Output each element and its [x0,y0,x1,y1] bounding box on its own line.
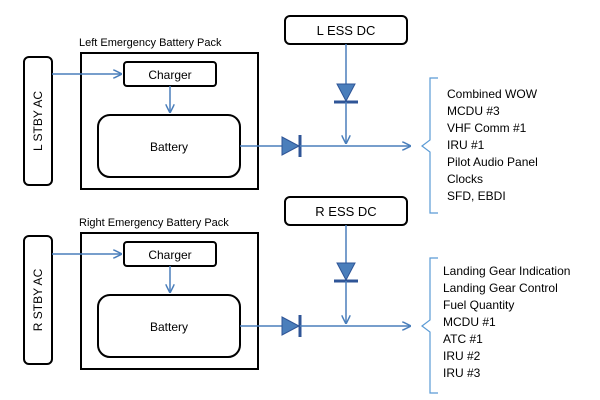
left-load-item: VHF Comm #1 [447,121,527,135]
r-ess-dc-box: R ESS DC [284,196,408,226]
right-battery-diode [281,315,302,337]
l-ess-dc-label: L ESS DC [317,23,376,38]
r-ess-dc-label: R ESS DC [315,204,376,219]
right-loads-brace [421,257,438,394]
left-loads-brace [421,77,438,214]
r-ess-dc-diode [334,262,358,283]
left-load-item: Pilot Audio Panel [447,155,538,169]
left-charger-label: Charger [148,68,191,82]
l-ess-dc-diode [334,83,358,104]
left-pack-title: Left Emergency Battery Pack [79,37,222,49]
right-load-item: Landing Gear Control [443,281,558,295]
left-battery-label: Battery [150,140,188,154]
l-ess-dc-box: L ESS DC [284,15,408,45]
left-load-item: Clocks [447,172,483,186]
right-load-item: IRU #2 [443,349,481,363]
left-loads-list: Combined WOW MCDU #3 VHF Comm #1 IRU #1 … [447,87,538,203]
left-load-item: SFD, EBDI [447,189,506,203]
right-load-item: MCDU #1 [443,315,496,329]
left-battery-diode [281,135,302,157]
left-load-item: Combined WOW [447,87,538,101]
left-battery-pack: Left Emergency Battery Pack Charger Batt… [79,37,259,190]
right-charger-label: Charger [148,248,191,262]
l-stby-ac-label: L STBY AC [31,91,45,151]
l-stby-ac-box: L STBY AC [23,56,53,186]
right-load-item: IRU #3 [443,366,481,380]
left-load-item: MCDU #3 [447,104,500,118]
right-load-item: ATC #1 [443,332,483,346]
right-pack-title: Right Emergency Battery Pack [79,217,229,229]
right-loads-list: Landing Gear Indication Landing Gear Con… [443,264,570,380]
r-stby-ac-box: R STBY AC [23,235,53,365]
r-stby-ac-label: R STBY AC [31,268,45,331]
right-load-item: Fuel Quantity [443,298,514,312]
right-load-item: Landing Gear Indication [443,264,570,278]
left-load-item: IRU #1 [447,138,485,152]
right-battery-pack: Right Emergency Battery Pack Charger Bat… [79,217,259,370]
right-battery-label: Battery [150,320,188,334]
